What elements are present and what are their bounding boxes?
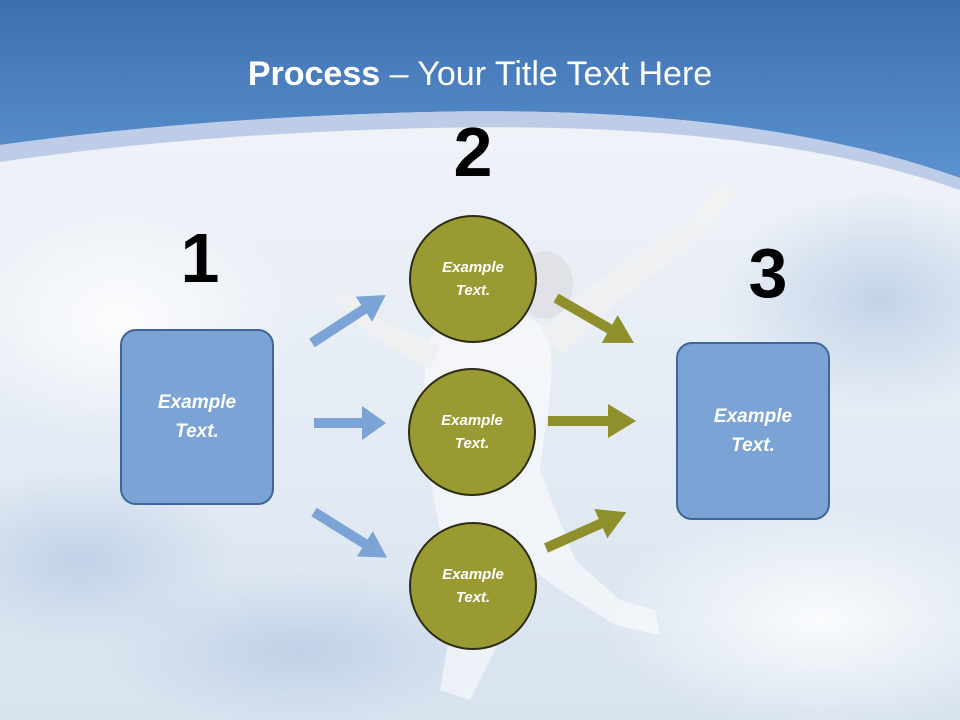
arrow-circle-1-to-right — [553, 293, 634, 343]
process-box-1-label: Example Text. — [157, 392, 237, 442]
arrow-left-to-circle-3 — [311, 507, 387, 558]
arrow-circle-3-to-right — [543, 508, 627, 553]
title-rest: – Your Title Text Here — [380, 55, 713, 93]
process-circle-3: Example Text. — [409, 522, 537, 650]
slide-title: Process – Your Title Text Here — [0, 52, 960, 96]
process-box-1: Example Text. — [120, 329, 274, 505]
arrow-left-to-circle-2 — [314, 406, 386, 440]
process-circle-2-label: Example Text. — [441, 412, 503, 452]
arrow-circle-2-to-right — [548, 404, 636, 438]
step-number-2: 2 — [453, 113, 493, 191]
process-circle-3-label: Example Text. — [442, 566, 504, 606]
step-number-1: 1 — [180, 219, 220, 297]
arrow-left-to-circle-1 — [309, 295, 386, 348]
step-number-3: 3 — [748, 234, 788, 312]
left-arrows — [309, 295, 387, 558]
process-circle-2: Example Text. — [408, 368, 536, 496]
process-circle-1-label: Example Text. — [442, 259, 504, 299]
process-circle-1: Example Text. — [409, 215, 537, 343]
process-box-3: Example Text. — [676, 342, 830, 520]
right-arrows — [543, 293, 636, 553]
process-box-3-label: Example Text. — [713, 406, 793, 456]
title-bold: Process — [247, 55, 381, 93]
